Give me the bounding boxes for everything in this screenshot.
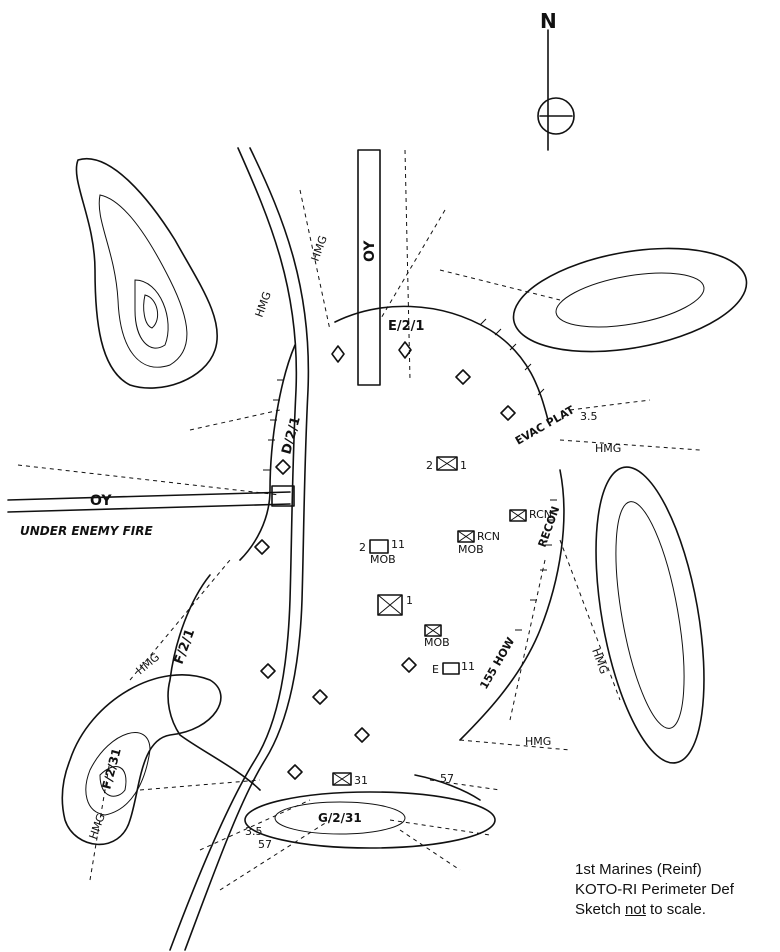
airstrip-west: OY UNDER ENEMY FIRE <box>7 485 295 538</box>
m57-label-southeast: 57 <box>440 772 454 785</box>
hill-east <box>595 466 705 764</box>
unit-d-2-1: D/2/1 <box>279 415 303 456</box>
unit-symbol-rcn-mob <box>457 530 475 543</box>
unit-symbol-rcn <box>509 509 527 522</box>
perimeter-line <box>167 305 565 801</box>
unit-symbol-1 <box>377 594 403 616</box>
hmg-label-west: HMG <box>134 650 163 677</box>
unit-e-2-1: E/2/1 <box>388 319 424 334</box>
legend: 1st Marines (Reinf) KOTO-RI Perimeter De… <box>575 860 775 920</box>
unit-g-2-31: G/2/31 <box>318 811 362 825</box>
fire-lines <box>17 149 701 891</box>
hmg-label-south-east: HMG <box>525 735 551 748</box>
under-enemy-fire-label: UNDER ENEMY FIRE <box>20 524 154 538</box>
airstrip-north-label: OY <box>362 240 378 262</box>
svg-text:2: 2 <box>426 459 433 472</box>
position-markers <box>254 341 516 780</box>
svg-text:11: 11 <box>461 660 475 673</box>
hill-northeast <box>512 247 748 353</box>
svg-text:31: 31 <box>354 774 368 787</box>
hmg-label-southwest: HMG <box>87 812 108 841</box>
legend-line-3b: not <box>625 901 646 918</box>
svg-text:1: 1 <box>406 594 413 607</box>
m57-label-south: 57 <box>258 838 272 851</box>
hill-south <box>244 791 496 849</box>
legend-line-3a: Sketch <box>575 901 626 918</box>
legend-line-3c: to scale. <box>645 901 706 918</box>
svg-text:11: 11 <box>391 538 405 551</box>
svg-text:MOB: MOB <box>458 543 484 556</box>
unit-symbol-31 <box>332 772 352 786</box>
legend-line-1: 1st Marines (Reinf) <box>575 861 702 878</box>
svg-text:2: 2 <box>359 541 366 554</box>
hmg-label-east: HMG <box>595 442 621 455</box>
unit-f-2-31: F/2/31 <box>99 747 123 791</box>
legend-line-3: Sketch not to scale. <box>575 900 775 920</box>
unit-symbol-2-11 <box>369 539 389 554</box>
unit-symbol-e-11 <box>442 662 460 675</box>
unit-symbol-2-1 <box>436 456 458 471</box>
svg-text:RCN: RCN <box>477 530 500 543</box>
hill-northwest <box>75 157 219 389</box>
airstrip-west-label: OY <box>90 493 112 509</box>
svg-text:MOB: MOB <box>424 636 450 649</box>
hill-southwest <box>61 674 222 846</box>
svg-text:E: E <box>432 663 439 676</box>
hmg-label-north-2: HMG <box>309 234 330 263</box>
svg-text:1: 1 <box>460 459 467 472</box>
airstrip-north: OY <box>357 149 381 386</box>
m35-label-south: 3.5 <box>245 825 263 838</box>
unit-symbols: 2 1 RCN RCN MOB 2 11 MOB 1 MOB E 11 31 <box>332 456 552 787</box>
hmg-label-north: HMG <box>253 290 274 319</box>
unit-symbol-1-mob <box>424 624 442 637</box>
legend-line-2: KOTO-RI Perimeter Def <box>575 881 734 898</box>
north-label: N <box>540 9 557 33</box>
howitzer-label: 155 HOW <box>477 635 517 691</box>
svg-text:RCN: RCN <box>529 508 552 521</box>
hmg-label-southeast: HMG <box>589 647 610 676</box>
unit-labels: E/2/1 D/2/1 F/2/1 F/2/31 G/2/31 EVAC PLA… <box>99 319 577 825</box>
north-arrow-icon: N <box>537 9 575 151</box>
roads <box>169 147 310 951</box>
svg-text:MOB: MOB <box>370 553 396 566</box>
m35-label-east: 3.5 <box>580 410 598 423</box>
